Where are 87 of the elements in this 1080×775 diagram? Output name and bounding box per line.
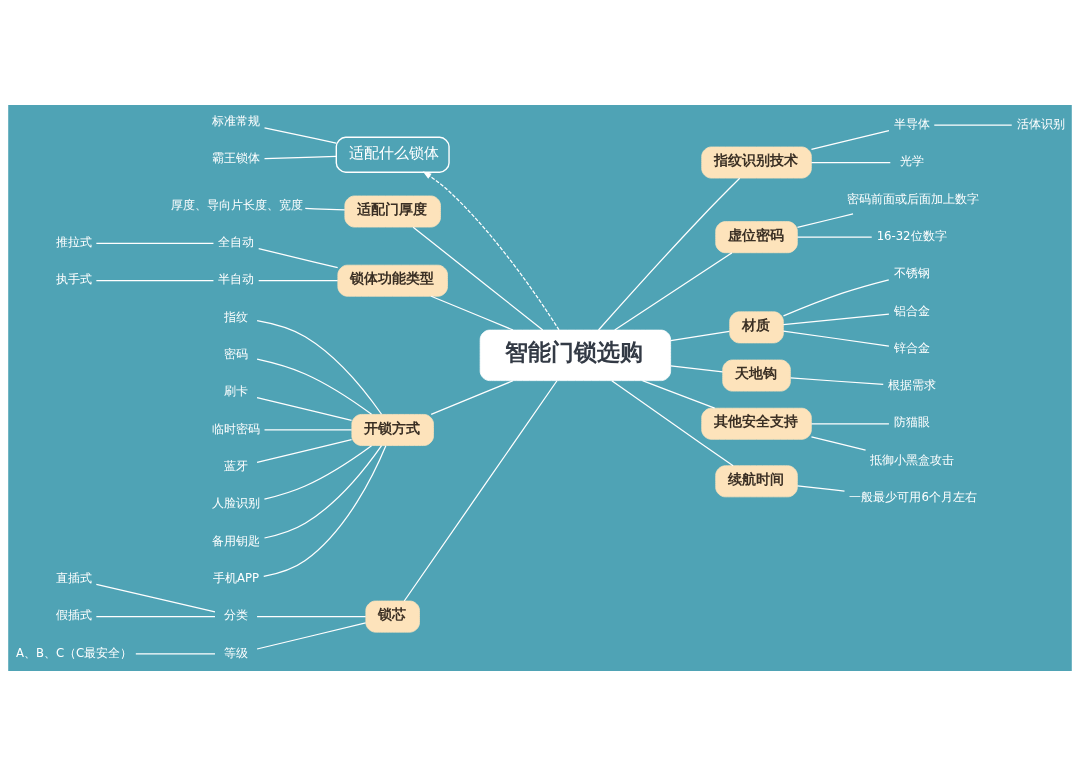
connector	[263, 444, 383, 539]
connector	[263, 155, 337, 159]
node-text: 一般最少可用6个月左右	[849, 489, 977, 504]
node-text: 密码	[223, 346, 248, 361]
connector	[256, 358, 373, 415]
node-box: 材质	[729, 310, 784, 343]
connector	[256, 319, 383, 415]
node-text: 标准常规	[212, 113, 261, 128]
node-text: 密码前面或后面加上数字	[847, 191, 980, 206]
node-box: 虚位密码	[715, 220, 798, 253]
node-box: 续航时间	[715, 464, 798, 497]
connector	[256, 615, 367, 617]
node-text: 锌合金	[893, 340, 930, 355]
connector	[403, 379, 558, 602]
node-box: 其他安全支持	[701, 407, 812, 440]
connector	[810, 435, 867, 451]
node-text: 备用钥匙	[212, 533, 261, 548]
connector	[95, 583, 216, 612]
arrow	[422, 170, 560, 330]
connector	[412, 226, 544, 331]
node-box: 天地钩	[722, 359, 791, 391]
node-text: 16-32位数字	[876, 228, 947, 243]
connector	[430, 379, 514, 415]
node-text: 霸王锁体	[212, 150, 261, 165]
connector	[263, 444, 373, 500]
connector	[796, 236, 873, 238]
node-box: 适配什么锁体	[335, 136, 450, 173]
connector	[258, 247, 339, 268]
connector	[670, 364, 724, 372]
connector	[256, 438, 353, 463]
node-text: A、B、C（C最安全）	[15, 645, 133, 660]
connector	[796, 484, 846, 492]
connector	[670, 330, 731, 341]
node-text: 指纹	[223, 309, 248, 324]
connector	[796, 212, 854, 228]
connector	[256, 621, 367, 650]
connector	[597, 177, 741, 331]
node-text: 手机APP	[213, 570, 260, 585]
node-box: 锁体功能类型	[337, 264, 448, 297]
connector	[95, 615, 216, 617]
node-text: 蓝牙	[223, 458, 248, 473]
connector	[430, 295, 514, 331]
connector	[790, 376, 884, 385]
connector	[810, 129, 890, 150]
node-text: 根据需求	[887, 377, 936, 392]
node-text: 抵御小黑盒攻击	[870, 452, 955, 467]
node-text: 推拉式	[55, 234, 92, 249]
node-text: 光学	[899, 153, 924, 168]
connector	[933, 124, 1013, 126]
node-text: 不锈钢	[893, 265, 930, 280]
connector	[782, 312, 890, 325]
node-text: 分类	[223, 607, 248, 622]
node-text: 铝合金	[893, 303, 930, 318]
node-text: 直插式	[55, 570, 92, 585]
node-text: 全自动	[218, 234, 255, 249]
node-text: 临时密码	[212, 421, 261, 436]
connector	[614, 251, 733, 331]
connector	[263, 444, 387, 577]
connector	[782, 329, 890, 347]
node-text: 活体识别	[1016, 116, 1065, 131]
connector	[95, 279, 215, 281]
node-box: 指纹识别技术	[701, 146, 812, 178]
connector	[810, 161, 891, 163]
node-box: 锁芯	[365, 600, 420, 632]
connector	[263, 126, 337, 144]
connector	[263, 428, 353, 431]
node-text: 等级	[223, 645, 248, 660]
node-text: 刷卡	[223, 383, 248, 398]
connector	[256, 396, 353, 421]
node-text: 半自动	[218, 271, 255, 286]
connector	[611, 379, 734, 466]
node-text: 人脸识别	[212, 495, 261, 510]
node-box: 开锁方式	[351, 413, 434, 446]
node-box: 适配门厚度	[344, 195, 441, 227]
connector	[95, 242, 215, 244]
connector	[304, 207, 346, 210]
connector	[810, 422, 890, 424]
node-text: 半导体	[893, 116, 930, 131]
connector	[641, 379, 716, 409]
connector	[135, 652, 216, 654]
connector	[258, 279, 339, 281]
node-text: 执手式	[55, 271, 92, 286]
node-text: 防猫眼	[893, 414, 930, 429]
node-box: 智能门锁选购	[479, 329, 671, 381]
connector	[782, 278, 890, 317]
node-text: 厚度、导向片长度、宽度	[171, 197, 304, 212]
node-text: 假插式	[55, 607, 92, 622]
